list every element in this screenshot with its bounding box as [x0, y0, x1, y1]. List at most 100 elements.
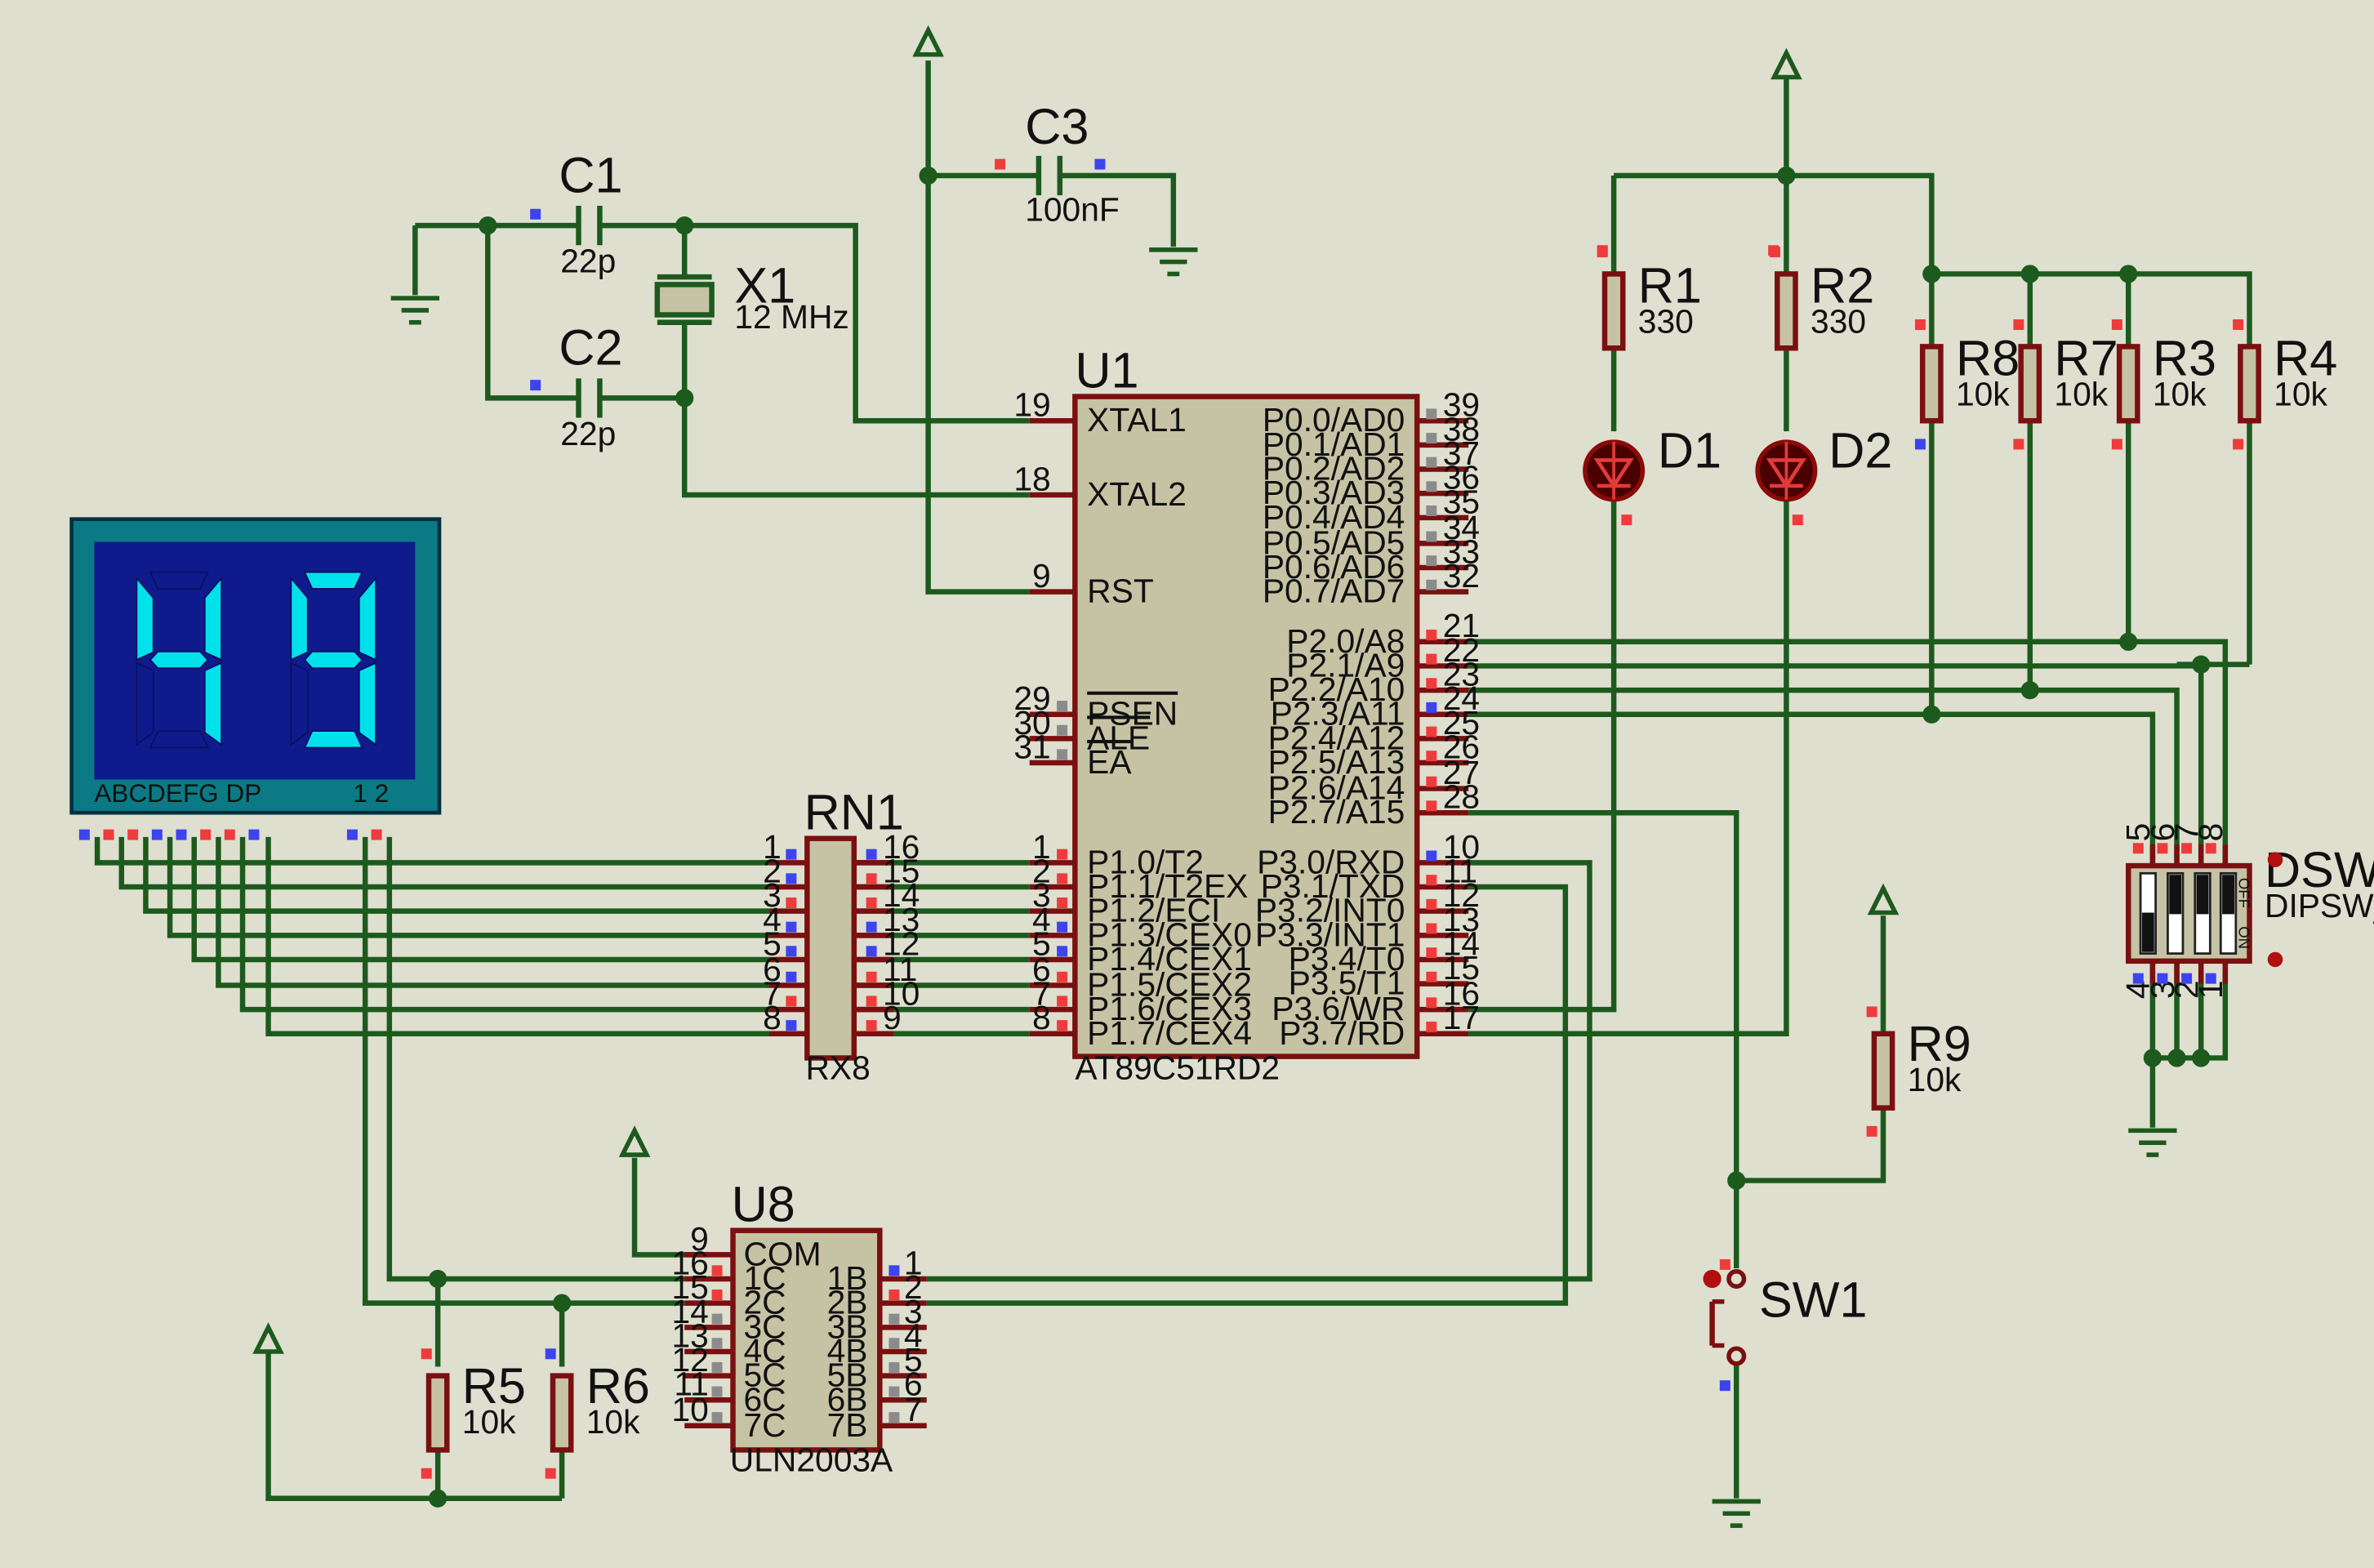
pin-marker: [127, 829, 139, 840]
u8-pin-number: 1: [904, 1244, 923, 1281]
rn1-pin-number: 1: [763, 828, 782, 866]
r7-ref: R7: [2054, 331, 2118, 386]
u8-pin-name: 7C: [743, 1406, 786, 1444]
pin-marker: [711, 1289, 723, 1300]
u8-pin-name: 6C: [743, 1380, 786, 1418]
pin-marker: [151, 829, 163, 840]
u1-pin-name: P2.0/A8: [1286, 622, 1405, 660]
led-d2[interactable]: D2: [1755, 245, 1892, 526]
u1-pin-number: 8: [1032, 999, 1051, 1036]
u1-pin-name: P3.6/WR: [1272, 990, 1405, 1027]
pin-marker: [545, 1468, 556, 1479]
power-arrow-icon: [252, 1322, 284, 1354]
led-d1[interactable]: D1: [1583, 245, 1721, 526]
u8-pin-name: 2C: [743, 1284, 786, 1321]
junction-dot: [429, 1489, 448, 1508]
r9-value: 10k: [1908, 1061, 1962, 1098]
u1-pin-name: P2.7/A15: [1268, 793, 1405, 831]
r4-value: 10k: [2274, 376, 2327, 413]
u1-pin-name: P0.2/AD2: [1263, 449, 1405, 487]
sw1-ref: SW1: [1759, 1272, 1868, 1327]
dsw1-pin-number: 3: [2144, 980, 2181, 999]
r4-ref: R4: [2274, 331, 2337, 386]
u1-pin-number: 34: [1443, 509, 1480, 546]
pin-marker: [1914, 319, 1926, 331]
segment-b: [203, 576, 223, 662]
dsw1-off-label: OFF: [2236, 878, 2253, 908]
pin-marker: [786, 946, 797, 957]
junction-dot: [479, 216, 497, 235]
u8-pin-number: 7: [904, 1391, 923, 1428]
u1-pin-name: P0.3/AD3: [1263, 474, 1405, 511]
pin-marker: [1426, 433, 1437, 444]
pin-marker: [1426, 653, 1437, 665]
pin-marker: [2233, 319, 2244, 331]
capacitor-c2[interactable]: C2 22p: [530, 320, 623, 452]
u1-pin-number: 12: [1443, 876, 1480, 914]
dsw1-ref: DSW1: [2265, 842, 2374, 898]
junction-dot: [2167, 1049, 2186, 1067]
u1-pin-number: 39: [1443, 386, 1480, 424]
pin-marker: [200, 829, 212, 840]
u1-pin-name: P1.3/CEX0: [1087, 915, 1252, 953]
u8-pin-number: 9: [690, 1220, 709, 1258]
push-switch-sw1[interactable]: SW1: [1703, 1258, 1868, 1392]
dsw1-pin-number: 2: [2167, 980, 2205, 999]
u1-pin-name: EA: [1087, 743, 1132, 781]
c1-value: 22p: [560, 243, 616, 280]
pin-marker: [421, 1348, 432, 1360]
u1-pin-number: 28: [1443, 778, 1480, 816]
pin-marker: [1057, 946, 1068, 957]
u1-pin-number: 36: [1443, 459, 1480, 497]
segment-a: [303, 571, 363, 590]
capacitor-c1[interactable]: C1 22p: [530, 147, 623, 280]
u8-pin-number: 6: [904, 1365, 923, 1403]
rn1-pin-number: 5: [763, 924, 782, 962]
u1-pin-name: P2.2/A10: [1268, 670, 1405, 708]
junction-dot: [552, 1294, 572, 1312]
u1-pin-number: 27: [1443, 754, 1480, 791]
pin-marker: [2157, 843, 2168, 854]
pin-marker: [2205, 843, 2216, 854]
pin-marker: [1426, 971, 1437, 982]
u8-pin-number: 11: [675, 1365, 709, 1403]
u8-pin-name: 5B: [827, 1356, 868, 1394]
u8-pin-name: 3C: [743, 1307, 786, 1345]
segment-a: [149, 571, 209, 590]
rn1-pin-number: 3: [763, 876, 782, 914]
u1-pin-number: 4: [1032, 901, 1051, 938]
rn1-pin-number: 9: [883, 999, 902, 1036]
pin-marker: [866, 996, 877, 1007]
u8-pin-number: 10: [672, 1391, 709, 1428]
r2-value: 330: [1811, 303, 1866, 341]
u1-pin-number: 18: [1013, 460, 1050, 497]
dsw1-pin-number: 8: [2192, 823, 2229, 842]
segment-f: [136, 576, 154, 662]
crystal-x1[interactable]: X1 12 MHz: [654, 258, 849, 336]
u8-pin-number: 4: [904, 1316, 923, 1354]
u1-pin-number: 29: [1013, 679, 1050, 717]
capacitor-c3[interactable]: C3 100nF: [995, 99, 1120, 229]
segment-c: [203, 662, 223, 746]
pin-marker: [1426, 629, 1437, 640]
u1-pin-name: P3.4/T0: [1289, 940, 1405, 978]
u1-pin-name: P1.7/CEX4: [1087, 1014, 1252, 1052]
r3-value: 10k: [2153, 376, 2207, 413]
pin-marker: [1057, 873, 1068, 884]
pin-marker: [1426, 776, 1437, 787]
c1-ref: C1: [559, 147, 622, 203]
